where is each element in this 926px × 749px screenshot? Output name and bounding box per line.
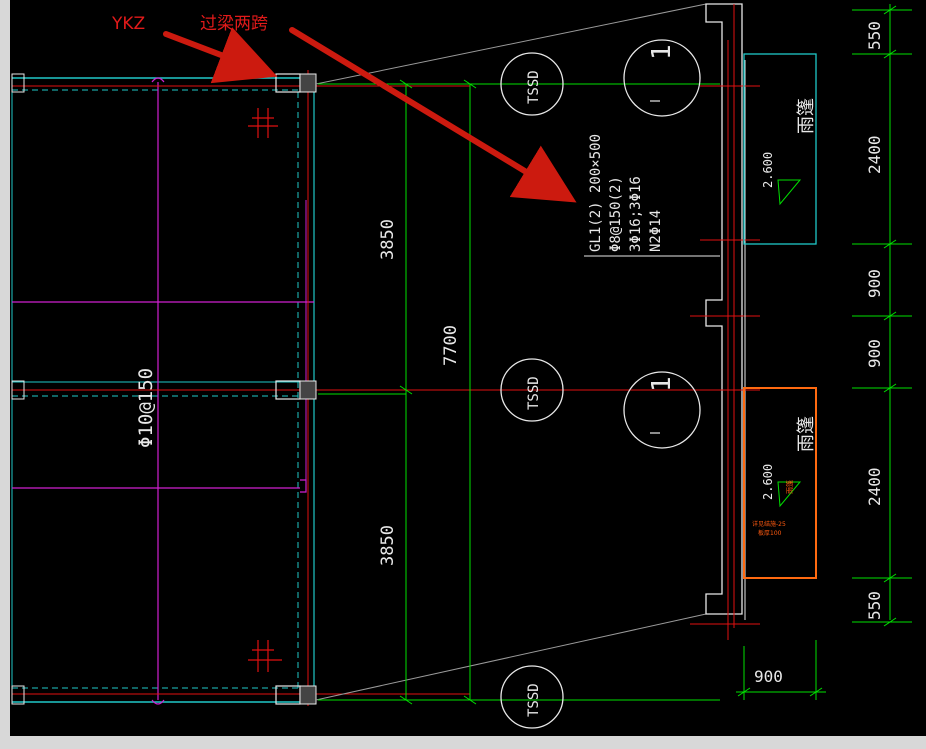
beam-two-span-label: 过梁两跨	[200, 14, 268, 34]
canopy-upper-label: 雨篷	[796, 98, 817, 134]
tssd-bubbles	[500, 52, 564, 729]
dim-right-3: 900	[865, 339, 884, 368]
dim-total: 7700	[441, 325, 461, 366]
grid-bubble-top	[623, 39, 701, 117]
slab-plan	[11, 70, 720, 706]
dim-right-1: 2400	[865, 135, 884, 174]
dim-right-5: 550	[865, 591, 884, 620]
canopy-lower-elev: 2.600	[761, 464, 775, 500]
slab-rebar-label: Φ10@150	[135, 368, 157, 448]
left-border	[0, 0, 10, 749]
bottom-border	[0, 736, 926, 749]
beam-spec-line2: Φ8@150(2)	[608, 176, 624, 252]
beam-spec-line3: 3Φ16;3Φ16	[628, 176, 644, 252]
canopy-lower	[743, 387, 817, 579]
dim-left-upper: 3850	[378, 219, 398, 260]
canopy-lower-note-3: 板厚100	[758, 529, 782, 537]
annotation-arrows	[163, 27, 577, 203]
beam-arrow	[289, 27, 577, 203]
grid-bubble-mid	[623, 371, 701, 449]
ykz-arrow	[163, 27, 278, 84]
dim-right-2: 900	[865, 269, 884, 298]
dim-left-lower: 3850	[378, 525, 398, 566]
tssd-label-top: TSSD	[526, 70, 542, 104]
canopy-lower-note-1: 雨篷	[785, 480, 794, 494]
canopy-upper-elev: 2.600	[761, 152, 775, 188]
canopy-lower-label: 雨篷	[796, 416, 817, 452]
beam-spec-line1: GL1(2) 200×500	[588, 134, 604, 252]
axis-label-mid: 1	[647, 376, 677, 392]
right-dimension-chain	[736, 4, 912, 700]
canopy-upper	[743, 53, 817, 245]
tssd-label-mid: TSSD	[526, 376, 542, 410]
ykz-label: YKZ	[111, 14, 145, 34]
axis-label-top: 1	[647, 44, 677, 60]
right-wall	[690, 3, 760, 640]
outline-lines	[315, 3, 707, 701]
dim-bottom: 900	[754, 667, 783, 686]
canopy-lower-note-2: 详见结施-25	[752, 520, 786, 528]
beam-spec-line4: N2Φ14	[648, 210, 664, 252]
dim-right-0: 550	[865, 21, 884, 50]
tssd-label-bottom: TSSD	[526, 683, 542, 717]
dim-right-4: 2400	[865, 467, 884, 506]
